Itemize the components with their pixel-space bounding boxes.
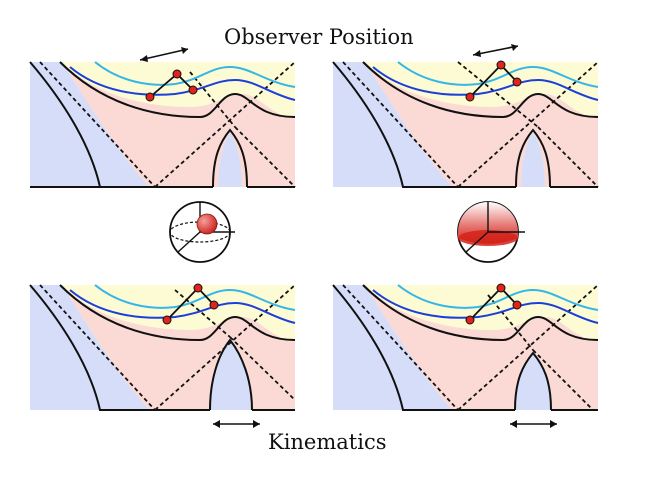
panel-top-left bbox=[29, 61, 296, 188]
panel-bottom-left bbox=[29, 283, 296, 411]
double-arrow-icon bbox=[139, 47, 189, 62]
small-red-sphere-icon bbox=[169, 201, 235, 263]
panel-top-right bbox=[332, 60, 599, 188]
double-arrow-icon bbox=[510, 420, 557, 428]
observer-position-label: Observer Position bbox=[224, 25, 414, 49]
kinematics-label: Kinematics bbox=[268, 430, 387, 454]
double-arrow-icon bbox=[472, 44, 519, 57]
double-arrow-icon bbox=[213, 420, 260, 428]
red-hemisphere-icon bbox=[457, 201, 525, 263]
panel-bottom-right bbox=[332, 283, 599, 411]
